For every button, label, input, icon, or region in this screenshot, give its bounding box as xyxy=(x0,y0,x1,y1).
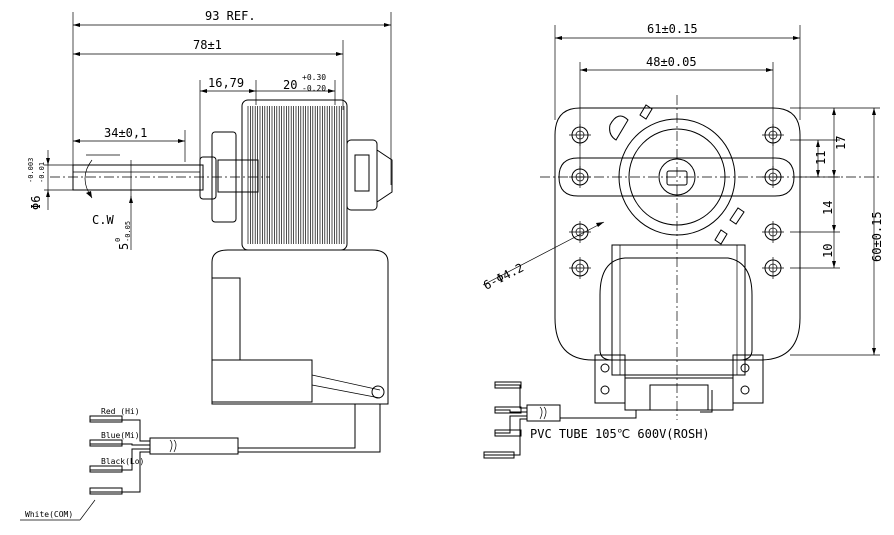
lam-width-label: 20 xyxy=(283,78,297,92)
flat-upper: 0 xyxy=(114,238,122,242)
lamination-lines xyxy=(247,106,345,244)
flat-label: 5 xyxy=(117,243,131,250)
dim-17-label: 17 xyxy=(834,136,848,150)
shaft-dia-lower: -0.01 xyxy=(38,162,46,183)
dim-11-label: 11 xyxy=(814,151,828,165)
mounting-holes xyxy=(569,124,784,279)
shaft xyxy=(72,164,204,191)
shaft-dia-upper: -0.003 xyxy=(27,158,35,183)
width-48-label: 48±0.05 xyxy=(646,55,697,69)
lam-width-tol-upper: +0.30 xyxy=(302,73,326,82)
wire-black-label: Black(Lo) xyxy=(101,457,144,466)
front-wire-tube xyxy=(526,404,561,422)
tube-label: PVC TUBE 105℃ 600V(ROSH) xyxy=(530,427,710,441)
shaft-length-label: 34±0,1 xyxy=(104,126,147,140)
front-view: 61±0.15 48±0.05 xyxy=(481,22,884,459)
holes-label: 6-Φ4.2 xyxy=(481,261,526,293)
length-78-label: 78±1 xyxy=(193,38,222,52)
length-16-label: 16,79 xyxy=(208,76,244,90)
wire-white-label: White(COM) xyxy=(25,510,73,519)
dim-10-label: 10 xyxy=(821,244,835,258)
wire-tube xyxy=(149,437,239,455)
height-60-label: 60±0.15 xyxy=(870,211,884,262)
width-61-label: 61±0.15 xyxy=(647,22,698,36)
lam-width-tol-lower: -0.20 xyxy=(302,84,326,93)
wire-blue-label: Blue(Mi) xyxy=(101,431,140,440)
shaft-dia-label: Φ6 xyxy=(29,196,43,210)
flat-lower: -0.05 xyxy=(124,221,132,242)
overall-length-label: 93 REF. xyxy=(205,9,256,23)
dim-14-label: 14 xyxy=(821,201,835,215)
wire-red-label: Red (Hi) xyxy=(101,407,140,416)
rotation-label: C.W xyxy=(92,213,114,227)
side-view: 93 REF. 78±1 16,79 20 +0.30 -0.20 34±0,1 xyxy=(20,9,393,521)
mounting-plate xyxy=(554,107,801,361)
